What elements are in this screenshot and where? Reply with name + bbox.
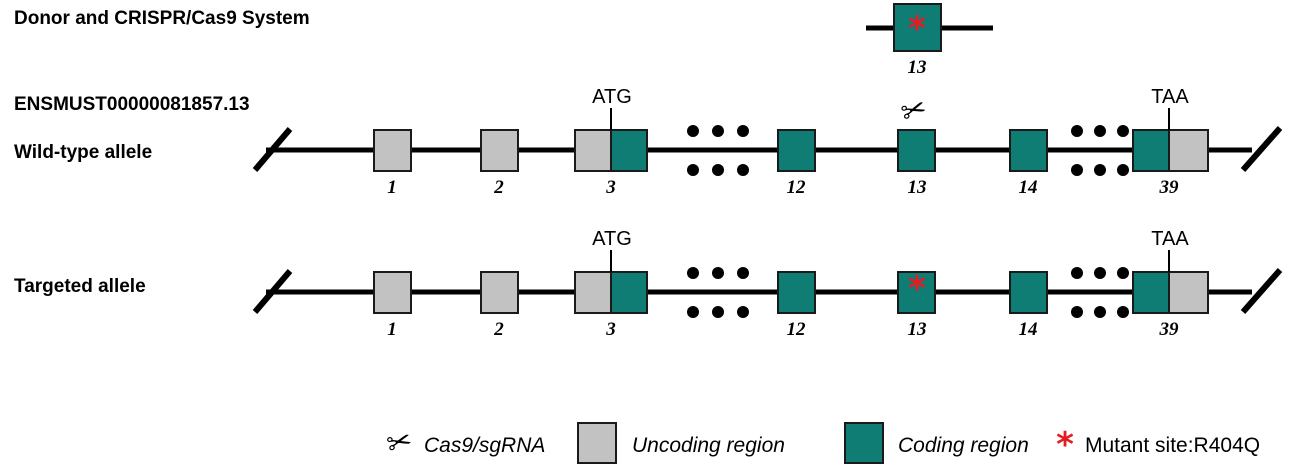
legend: ✂ Cas9/sgRNA Uncoding region Coding regi… [383,422,1260,465]
targeted-exon-2-number: 2 [493,319,504,340]
targeted-exon-13-number: 13 [908,319,927,340]
wildtype-exon-39-number: 39 [1159,177,1180,198]
wildtype-exon-39-uncoding-half [1168,129,1209,172]
wildtype-exon-14-number: 14 [1019,177,1038,198]
legend-mutant-asterisk-icon: * [1056,425,1074,465]
transcript-id-label: ENSMUST00000081857.13 [14,94,250,115]
legend-label-coding: Coding region [898,434,1029,457]
targeted-exon-3-uncoding-half [574,271,612,314]
targeted-exon-3-coding-half [610,271,648,314]
wildtype-exon-39-coding-half [1132,129,1170,172]
wildtype-exon-13-box [897,129,936,172]
wildtype-exon-2-box [480,129,519,172]
targeted-exon-14-number: 14 [1019,319,1038,340]
wildtype-exon-3-number: 3 [605,177,616,198]
wildtype-atg-label: ATG [592,86,632,108]
targeted-taa-label: TAA [1151,228,1189,250]
targeted-right-break-mark [1240,268,1283,314]
targeted-ellipsis-right [1071,267,1129,318]
figure-title: Donor and CRISPR/Cas9 System [14,8,310,29]
targeted-exon-12-box [777,271,816,314]
targeted-exon-39-number: 39 [1159,319,1180,340]
donor-exon-13-box [893,3,942,52]
wildtype-exon-14-box [1009,129,1048,172]
wildtype-ellipsis-right [1071,125,1129,176]
targeted-exon-12-number: 12 [787,319,807,340]
legend-coding-swatch [844,422,884,464]
targeted-exon-39-uncoding-half [1168,271,1209,314]
wildtype-exon-3-coding-half [610,129,648,172]
targeted-exon-3-number: 3 [605,319,616,340]
targeted-exon-39-coding-half [1132,271,1170,314]
wildtype-exon-13-number: 13 [908,177,927,198]
targeted-allele-track: 1 2 ATG 3 12 * 13 14 [252,228,1283,340]
targeted-exon-14-box [1009,271,1048,314]
donor-construct: * 13 [866,3,993,78]
wildtype-exon-1-number: 1 [387,177,397,198]
wildtype-taa-label: TAA [1151,86,1189,108]
wildtype-allele-track: 1 2 ATG 3 12 ✂ 13 14 [252,86,1283,198]
targeted-ellipsis-left [687,267,749,318]
wildtype-exon-1-box [373,129,412,172]
legend-label-cas9: Cas9/sgRNA [424,434,545,457]
donor-exon-number: 13 [908,57,927,78]
wildtype-exon-3-uncoding-half [574,129,612,172]
legend-scissors-icon: ✂ [383,423,416,463]
targeted-allele-label: Targeted allele [14,276,146,297]
targeted-left-break-mark [252,269,293,314]
wildtype-ellipsis-left [687,125,749,176]
wildtype-left-break-mark [252,127,293,172]
targeted-exon-1-number: 1 [387,319,397,340]
legend-label-uncoding: Uncoding region [632,434,785,457]
donor-mutant-asterisk: * [908,9,926,49]
targeted-atg-label: ATG [592,228,632,250]
wildtype-exon-2-number: 2 [493,177,504,198]
targeted-exon-1-box [373,271,412,314]
legend-label-mutant-site: Mutant site:R404Q [1085,434,1260,457]
wildtype-allele-label: Wild-type allele [14,142,152,163]
targeted-exon-13-box [897,271,936,314]
wildtype-exon-12-number: 12 [787,177,807,198]
wildtype-exon-12-box [777,129,816,172]
wildtype-right-break-mark [1240,126,1283,172]
scissors-icon: ✂ [897,90,932,131]
legend-uncoding-swatch [577,422,617,464]
targeted-exon-2-box [480,271,519,314]
targeted-mutant-asterisk: * [908,269,926,309]
